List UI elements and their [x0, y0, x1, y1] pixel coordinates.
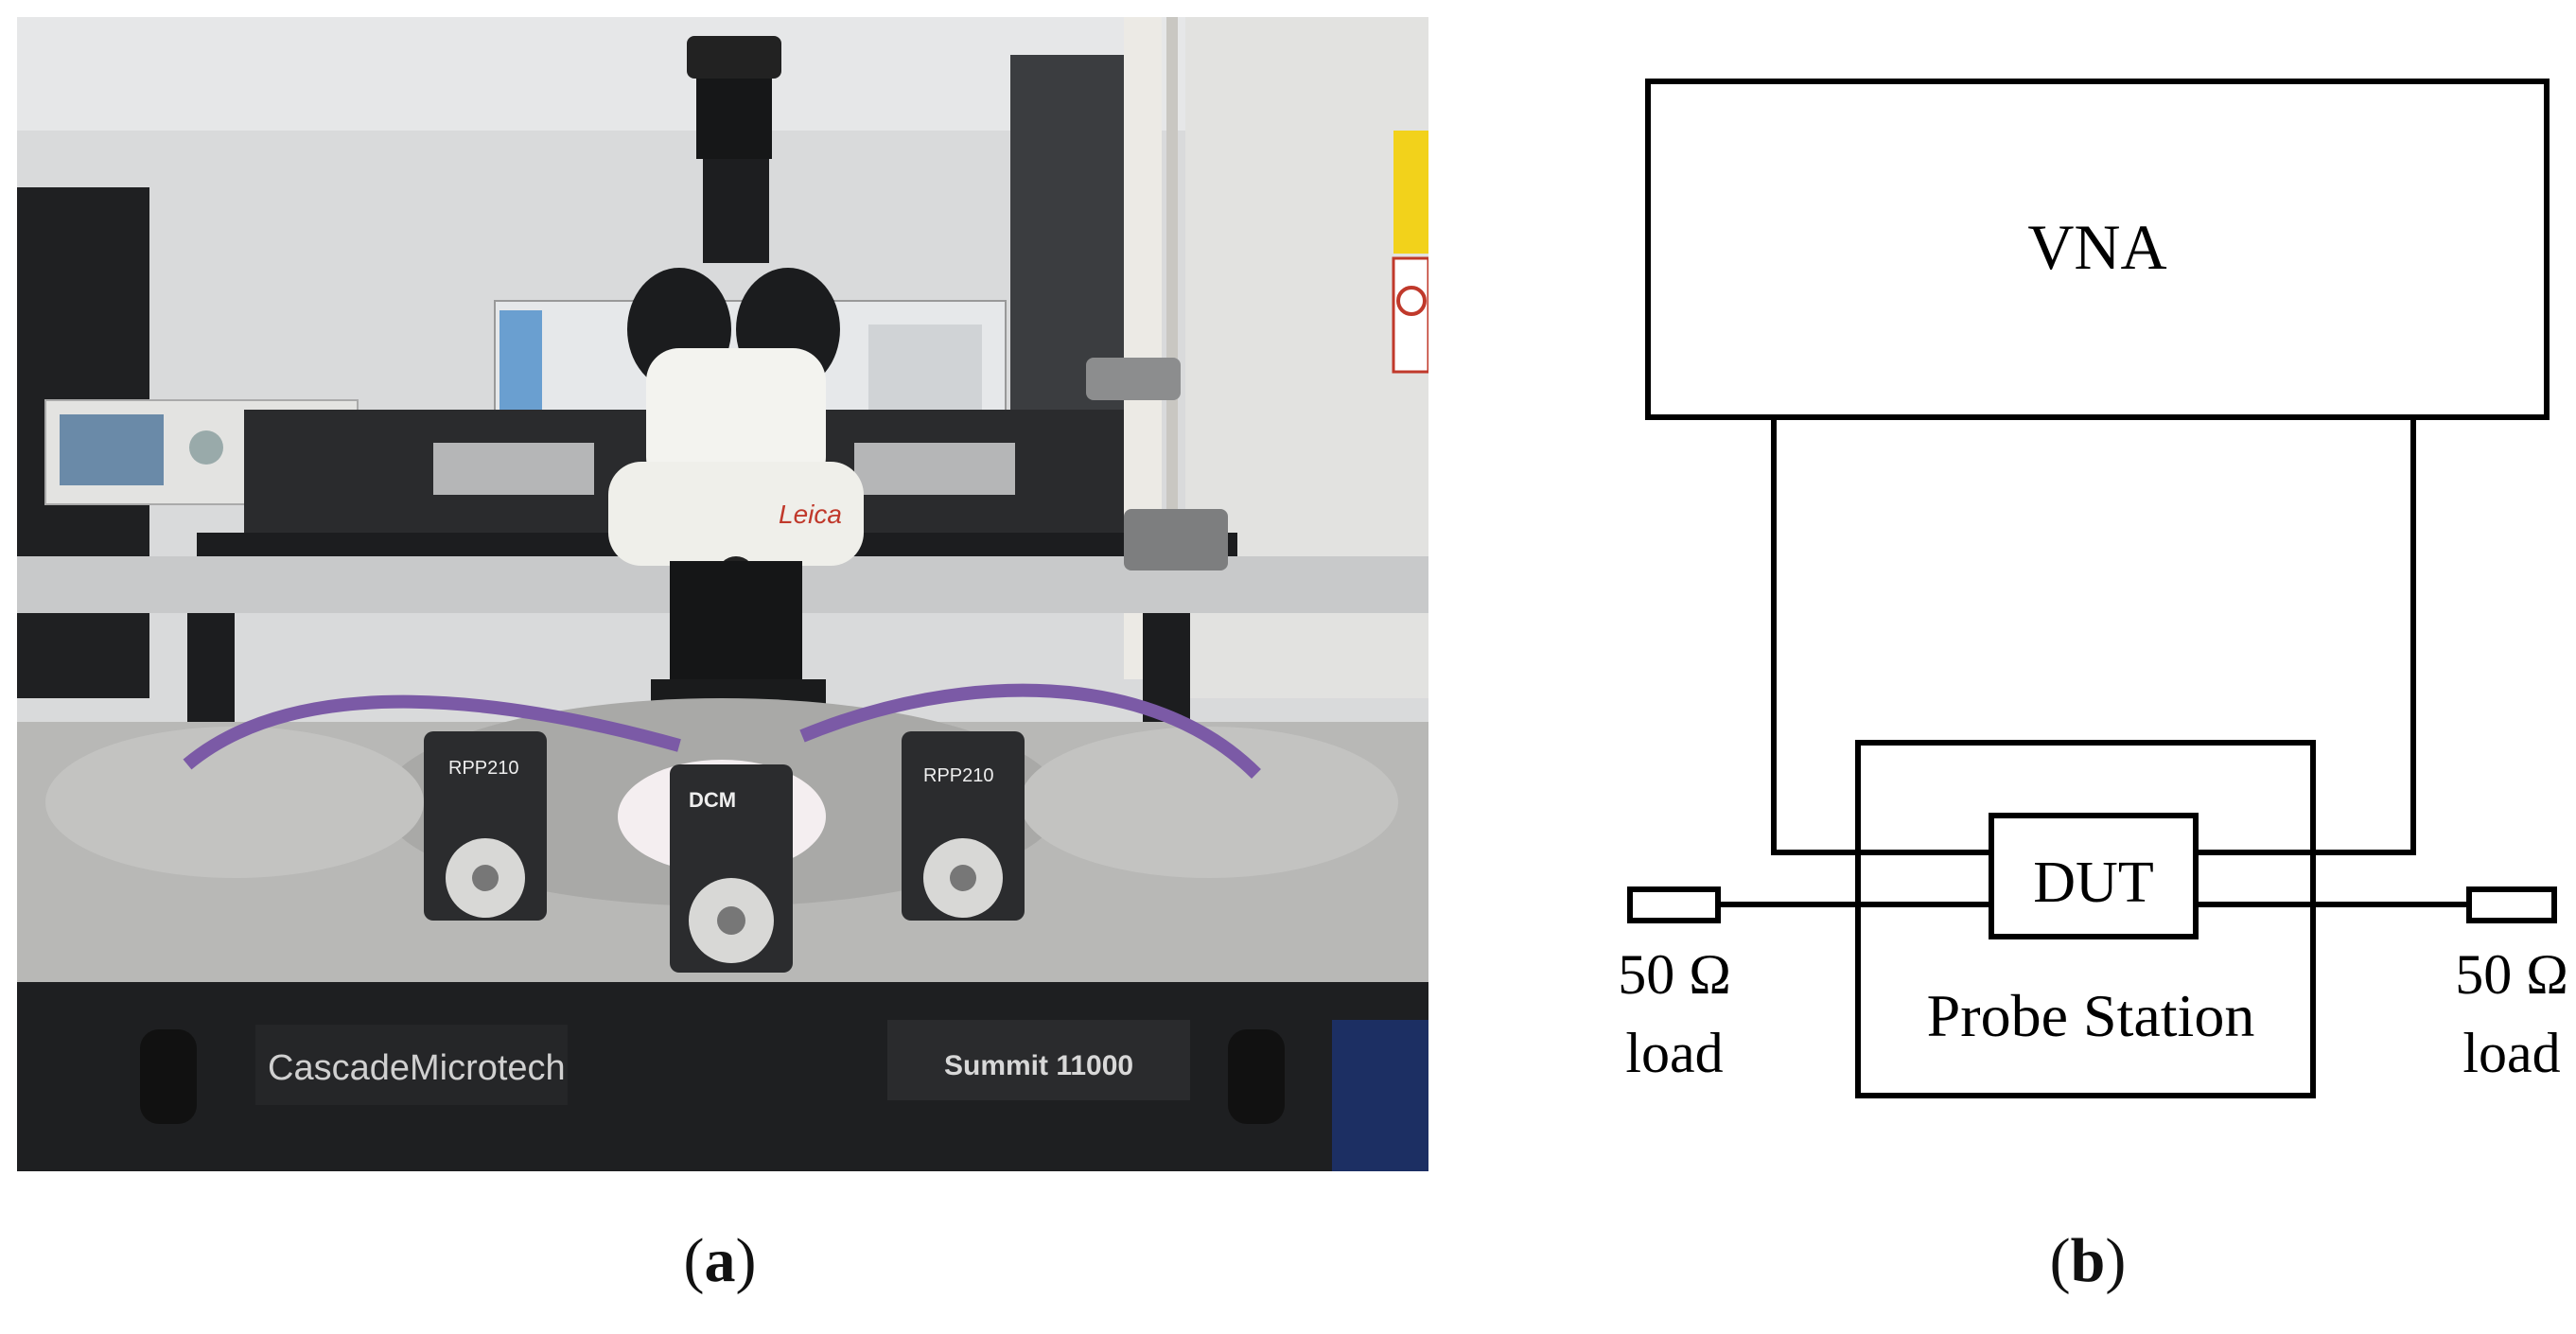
left-load-text: load [1625, 1022, 1723, 1084]
vna-label: VNA [2027, 211, 2166, 283]
positioner-label-left: RPP210 [448, 758, 519, 779]
vna-port2-line [2196, 417, 2416, 855]
station-base [17, 982, 1428, 1171]
positioner-label-right: RPP210 [923, 765, 994, 786]
caption-a: (a) [683, 1226, 757, 1295]
rf-cable-right [799, 683, 1261, 779]
warning-sign [1393, 131, 1428, 254]
microscope-head [646, 348, 826, 490]
block-diagram: VNA DUT Probe Station 50 Ω load 50 Ω loa… [1618, 79, 2568, 1098]
positioner-center: DCM [670, 764, 793, 973]
right-load-value: 50 Ω [2455, 943, 2568, 1006]
positioner-right: RPP210 [902, 731, 1025, 921]
scope-brand-label: Leica [779, 500, 842, 529]
dut-box [1989, 813, 2199, 939]
probe-station-photo: Leica RPP210 DCM RPP210 [17, 17, 1430, 1171]
probe-station-box [1855, 740, 2316, 1098]
measurement-setup-diagram: VNA DUT Probe Station 50 Ω load 50 Ω loa… [1589, 66, 2573, 1126]
brand-label: CascadeMicrotech [268, 1048, 566, 1088]
vna-box [1645, 79, 2550, 420]
positioner-label-center: DCM [689, 788, 736, 812]
positioner-left: RPP210 [424, 731, 547, 921]
left-load-resistor [1627, 886, 1721, 923]
photo-illustration: Leica RPP210 DCM RPP210 [17, 17, 1430, 1171]
vna-port1-line [1771, 417, 1991, 855]
caption-b: (b) [2049, 1226, 2127, 1295]
left-load-value: 50 Ω [1618, 943, 1731, 1006]
rf-cable-left [183, 694, 681, 770]
right-load-resistor [2466, 886, 2557, 923]
dut-label: DUT [2033, 851, 2153, 915]
model-label: Summit 11000 [944, 1050, 1133, 1081]
right-load-text: load [2462, 1022, 2560, 1084]
probe-station-label: Probe Station [1927, 982, 2255, 1049]
caption-b-letter: b [2070, 1226, 2106, 1295]
caption-a-letter: a [704, 1226, 736, 1295]
